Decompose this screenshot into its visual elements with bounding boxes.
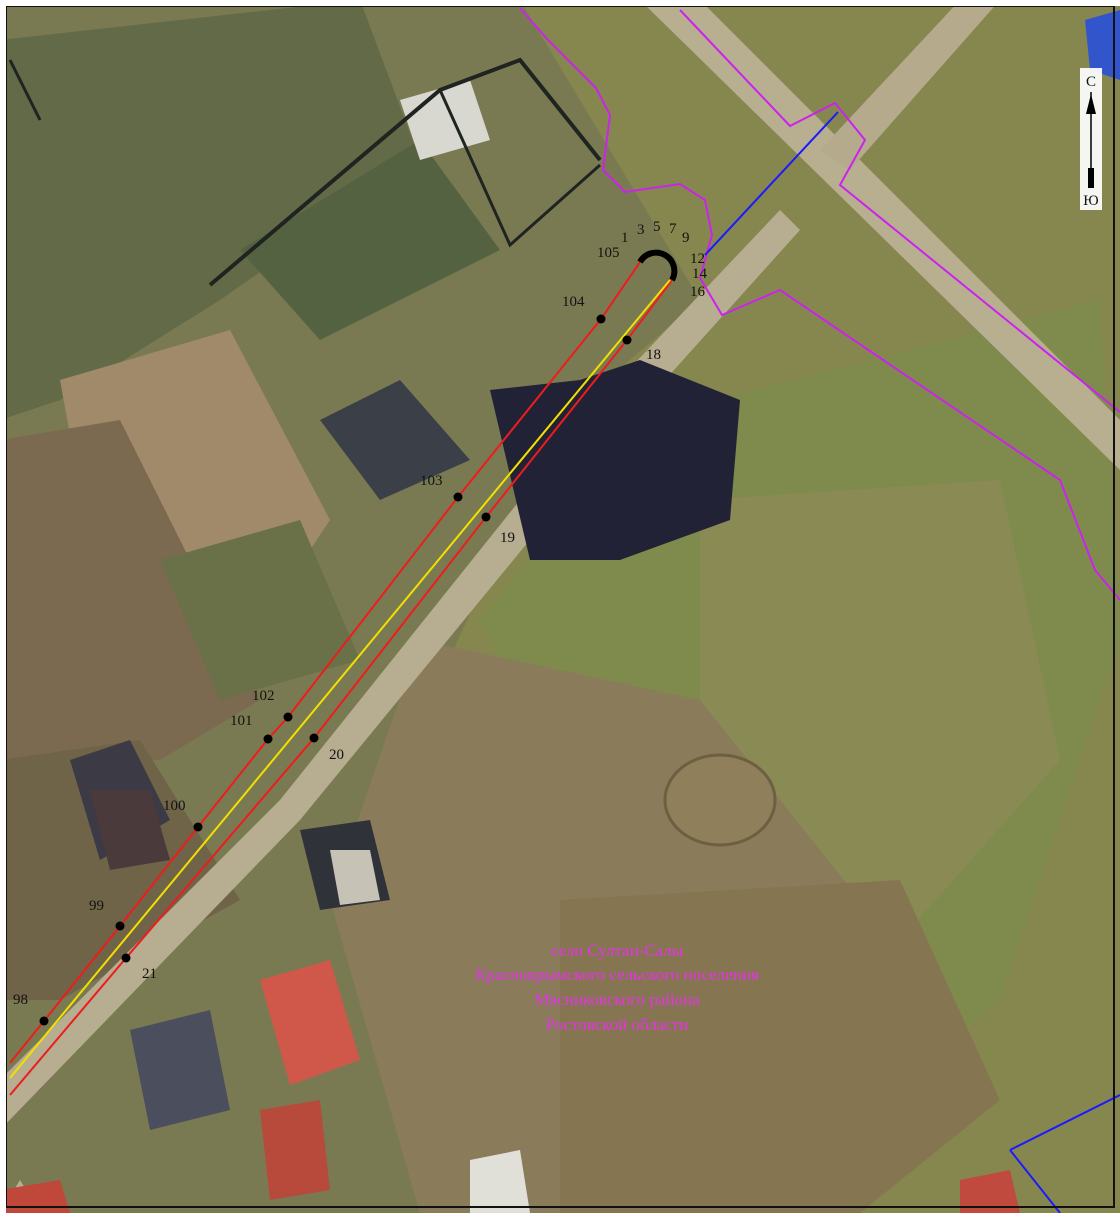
svg-text:20: 20	[329, 747, 344, 763]
arc-point-labels: 1 3 5 7 9 105 12 14 16	[597, 219, 708, 300]
blue-boundary-line-south	[1009, 1094, 1120, 1151]
blue-boundary-line	[704, 111, 839, 256]
svg-text:98: 98	[13, 992, 28, 1008]
point-104[interactable]: 104	[562, 294, 606, 324]
settlement-label-line-3: Мясниковского района	[534, 990, 700, 1009]
arc-label-14: 14	[692, 266, 708, 282]
svg-text:99: 99	[89, 898, 104, 914]
arc-label-7: 7	[669, 221, 677, 237]
settlement-boundary	[519, 7, 1120, 601]
svg-text:101: 101	[230, 713, 253, 729]
arc-label-105: 105	[597, 245, 620, 261]
point-99[interactable]: 99	[89, 898, 125, 931]
svg-text:21: 21	[142, 966, 157, 982]
point-98[interactable]: 98	[13, 992, 49, 1026]
arc-label-12: 12	[690, 251, 705, 267]
settlement-boundary-road	[679, 9, 1120, 413]
arc-label-16: 16	[690, 284, 706, 300]
settlement-label-line-4: Ростовской области	[546, 1015, 689, 1034]
point-101[interactable]: 101	[230, 713, 273, 744]
settlement-label-line-1: село Султан-Салы	[551, 941, 684, 960]
corridor-end-arc	[637, 249, 678, 282]
point-19[interactable]: 19	[481, 512, 516, 547]
point-102[interactable]: 102	[252, 688, 293, 722]
svg-text:19: 19	[500, 530, 515, 546]
corridor-axis-line	[9, 279, 671, 1079]
point-100[interactable]: 100	[163, 798, 203, 832]
arc-label-3: 3	[637, 222, 645, 238]
svg-text:103: 103	[420, 473, 443, 489]
turning-points: 104 18 103 19 102 101 20 100	[13, 294, 661, 1026]
settlement-label: село Султан-Салы Краснокрымского сельско…	[475, 941, 759, 1034]
svg-text:102: 102	[252, 688, 275, 704]
arc-label-1: 1	[621, 230, 629, 246]
svg-text:С: С	[1086, 74, 1096, 90]
settlement-label-line-2: Краснокрымского сельского поселения	[475, 965, 759, 984]
point-21[interactable]: 21	[121, 953, 158, 983]
corridor-right-line	[9, 279, 673, 1096]
blue-boundary-line-south-2	[1009, 1149, 1061, 1214]
north-arrow-icon: С Ю	[1080, 68, 1102, 210]
arc-label-9: 9	[682, 230, 690, 246]
point-20[interactable]: 20	[309, 733, 345, 764]
svg-text:18: 18	[646, 347, 661, 363]
point-103[interactable]: 103	[420, 473, 463, 502]
arc-label-5: 5	[653, 219, 661, 235]
svg-text:104: 104	[562, 294, 585, 310]
point-18[interactable]: 18	[622, 335, 662, 364]
svg-text:100: 100	[163, 798, 186, 814]
svg-text:Ю: Ю	[1083, 193, 1098, 209]
